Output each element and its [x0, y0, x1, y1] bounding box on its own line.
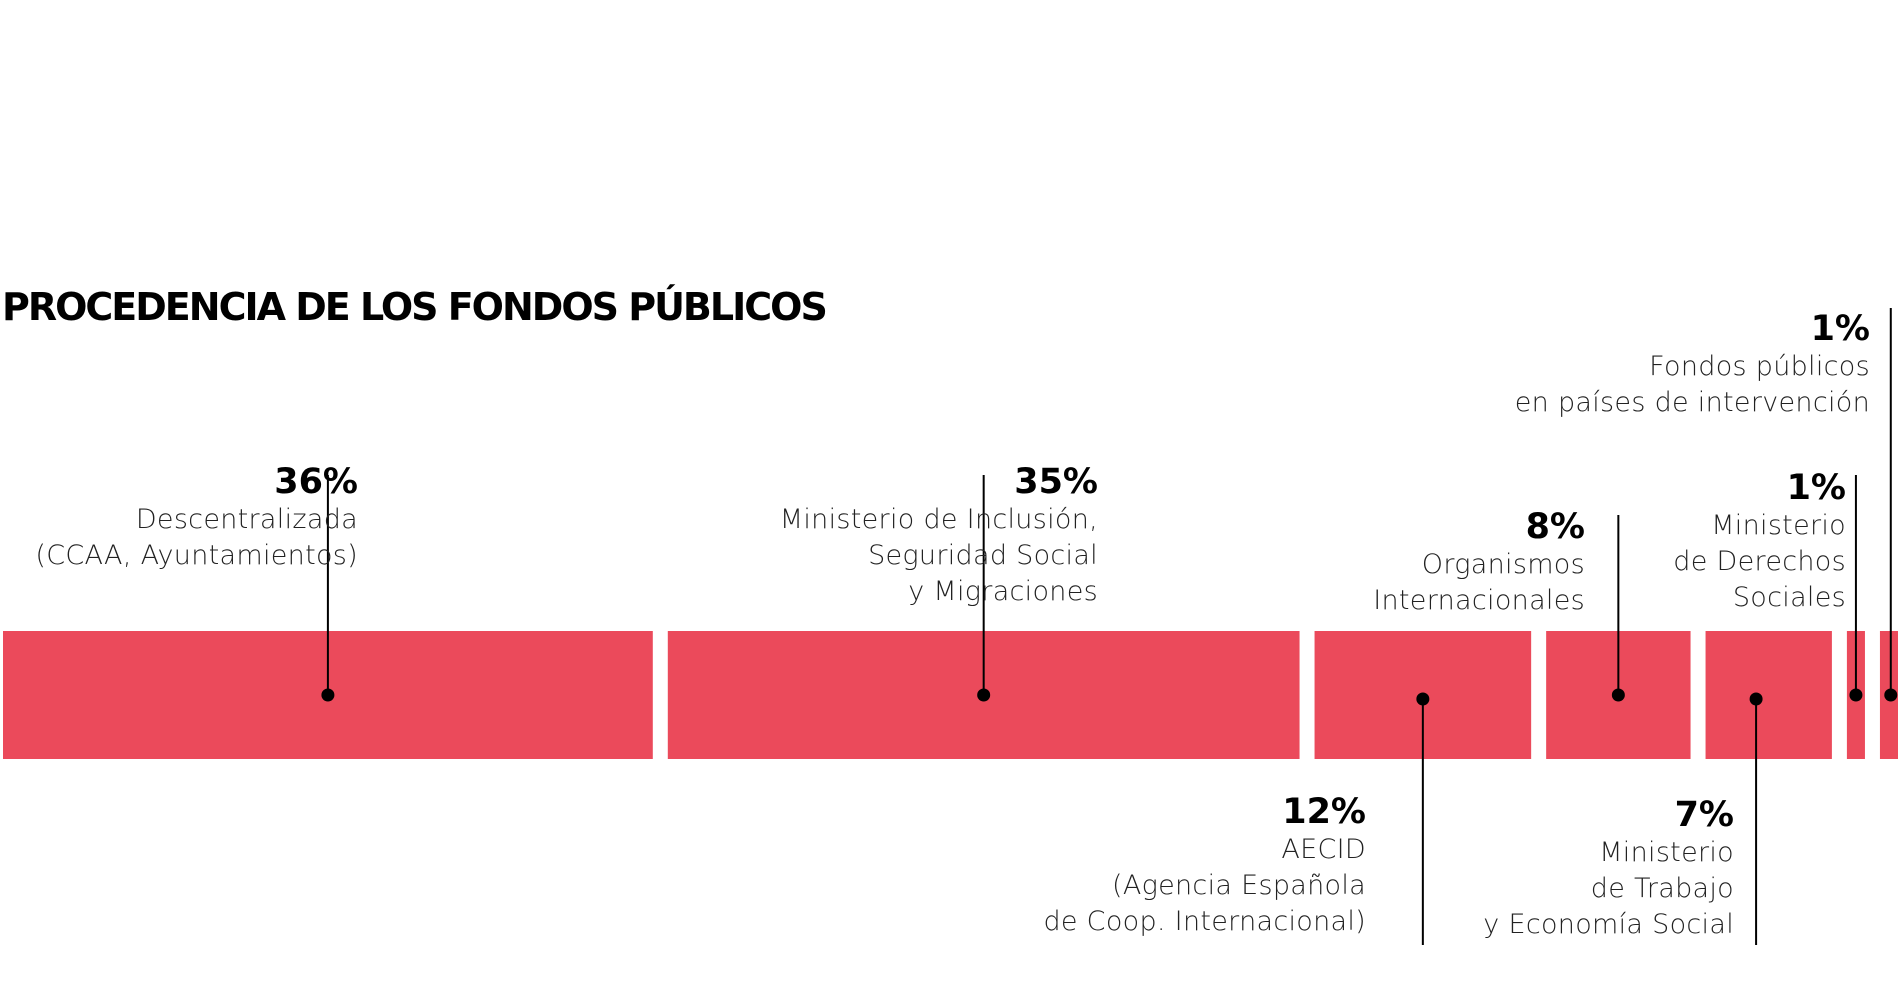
bar-segment-5 — [1705, 631, 1832, 759]
segment-description-line: (CCAA, Ayuntamientos) — [35, 540, 358, 571]
segment-description-line: Descentralizada — [135, 504, 358, 535]
segment-percentage: 1% — [1810, 309, 1870, 349]
segment-description-line: Internacionales — [1373, 585, 1585, 616]
segment-description-line: de Trabajo — [1590, 873, 1734, 904]
segment-description-line: Seguridad Social — [868, 540, 1098, 571]
leader-dot-7 — [1884, 688, 1898, 702]
segment-percentage: 1% — [1786, 468, 1846, 508]
segment-description-line: de Coop. Internacional) — [1043, 906, 1366, 937]
leader-dot-2 — [977, 688, 991, 702]
leader-dot-4 — [1611, 688, 1625, 702]
segment-label-5: 7%Ministerio de Trabajo y Economía Social — [1483, 795, 1734, 943]
segment-description-line: Ministerio — [1599, 837, 1734, 868]
segment-description-line: de Derechos — [1673, 546, 1846, 577]
segment-percentage: 36% — [274, 462, 358, 502]
segment-percentage: 7% — [1674, 795, 1734, 835]
segment-label-1: 36%Descentralizada (CCAA, Ayuntamientos) — [35, 462, 358, 574]
segment-label-7: 1%Fondos públicos en países de intervenci… — [1515, 309, 1870, 421]
leader-dot-1 — [321, 688, 335, 702]
segment-percentage: 8% — [1525, 507, 1585, 547]
segment-label-3: 12%AECID (Agencia Española de Coop. Intern… — [1043, 792, 1366, 940]
segment-description-line: Ministerio — [1711, 510, 1846, 541]
segment-label-2: 35%Ministerio de Inclusión, Seguridad Soc… — [780, 462, 1098, 610]
leader-dot-3 — [1416, 692, 1430, 706]
chart-title: PROCEDENCIA DE LOS FONDOS PÚBLICOS — [2, 285, 828, 329]
segment-description-line: y Economía Social — [1483, 909, 1734, 940]
segment-description-line: AECID — [1281, 834, 1366, 865]
segment-description-line: Sociales — [1732, 582, 1846, 613]
segment-description-line: Organismos — [1421, 549, 1585, 580]
segment-percentage: 35% — [1014, 462, 1098, 502]
segment-description-line: en países de intervención — [1514, 387, 1870, 418]
leader-dot-6 — [1849, 688, 1863, 702]
segment-description-line: (Agencia Española — [1112, 870, 1366, 901]
leader-dot-5 — [1749, 692, 1763, 706]
segment-description-line: Ministerio de Inclusión, — [779, 504, 1098, 535]
segment-description-line: Fondos públicos — [1649, 351, 1870, 382]
segment-percentage: 12% — [1282, 792, 1366, 832]
segment-description-line: y Migraciones — [908, 576, 1098, 607]
